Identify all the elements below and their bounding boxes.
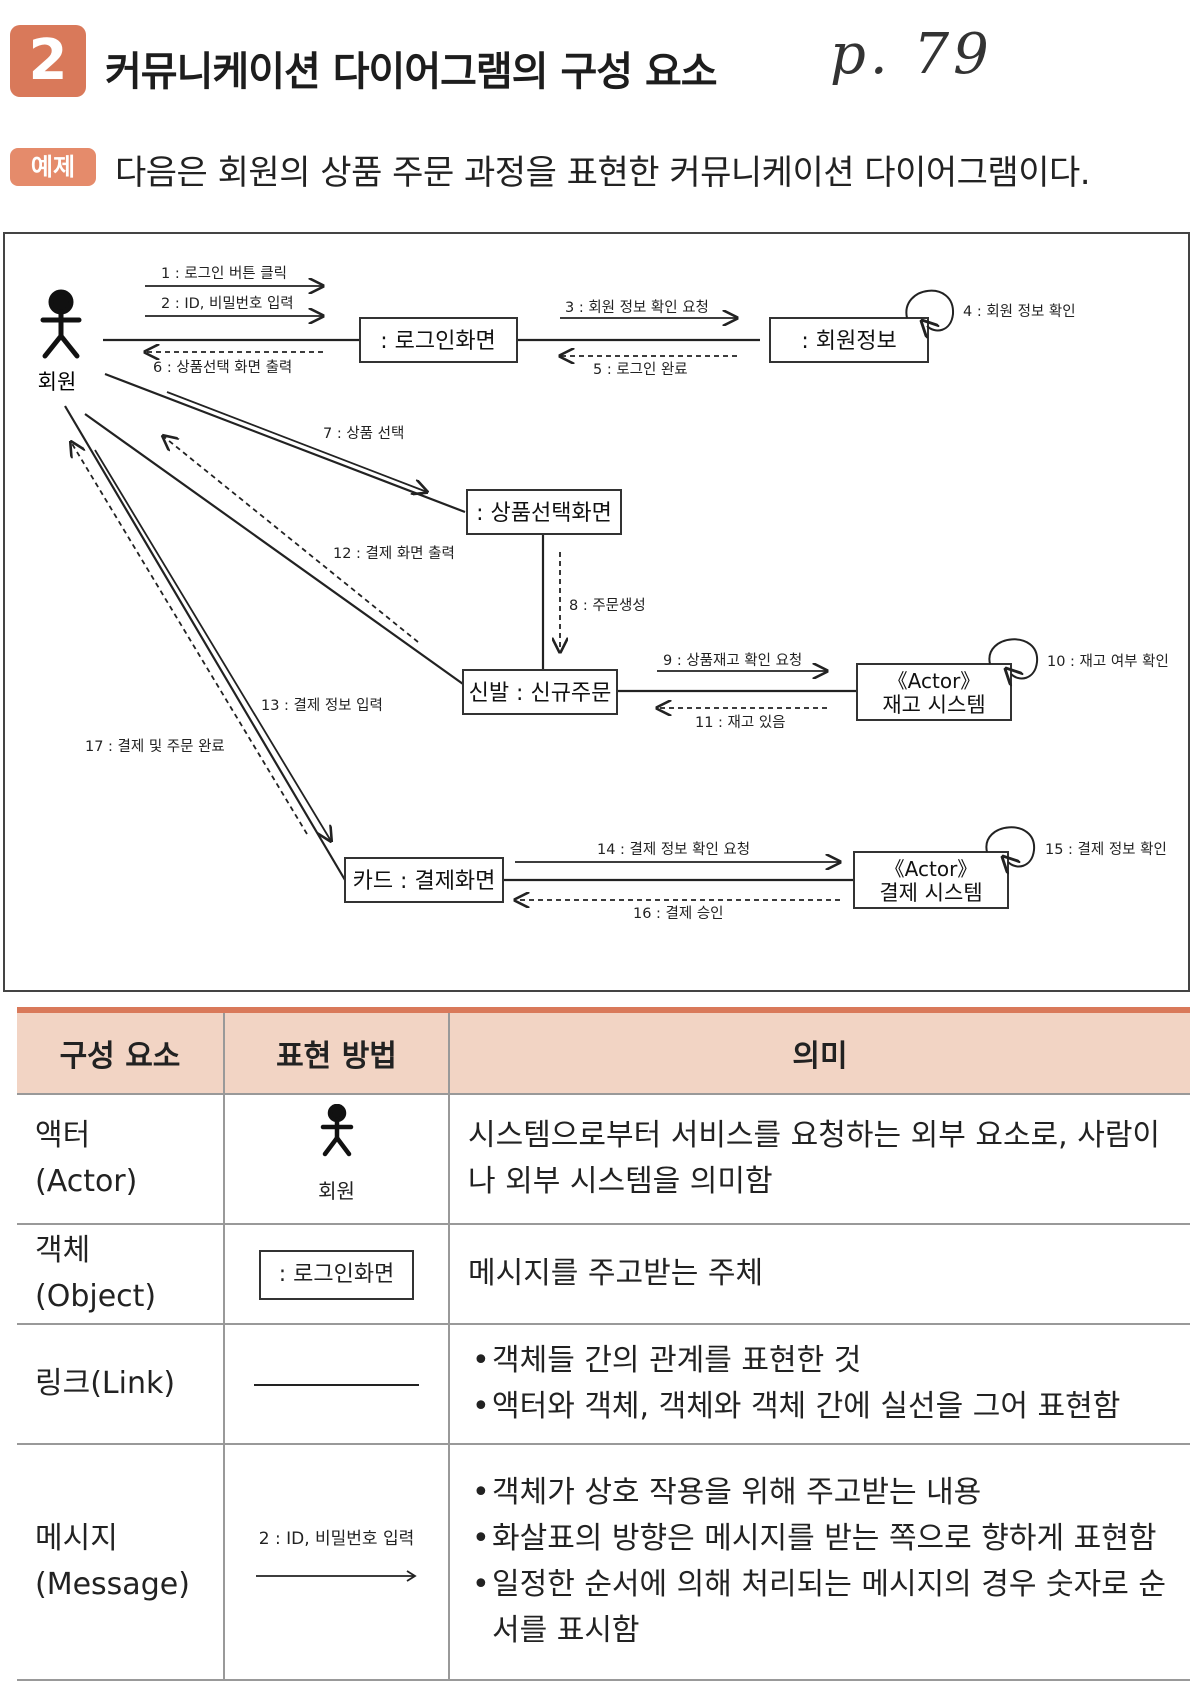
meaning-message: 객체가 상호 작용을 위해 주고받는 내용 화살표의 방향은 메시지를 받는 쪽… [449,1443,1190,1681]
diagram-canvas: 회원 : 로그인화면 : 회원정보 : 상품선택화면 신 [38,265,1169,922]
msg-label-m4: 4 : 회원 정보 확인 [963,303,1076,320]
meaning-actor: 시스템으로부터 서비스를 요청하는 외부 요소로, 사람이나 외부 시스템을 의… [449,1093,1190,1224]
components-table: 구성 요소 표현 방법 의미 액터 (Actor) 회원 시스템으 [17,1007,1190,1681]
list-item: 객체들 간의 관계를 표현한 것 [468,1338,1172,1384]
msg-label-m1: 1 : 로그인 버튼 클릭 [161,265,287,282]
table-row: 링크(Link) 객체들 간의 관계를 표현한 것 액터와 객체, 객체와 객체… [17,1323,1190,1444]
arrow-m12 [163,436,419,643]
example-badge: 예제 [10,148,96,186]
meaning-link: 객체들 간의 관계를 표현한 것 액터와 객체, 객체와 객체 간에 실선을 그… [449,1323,1190,1444]
meaning-link-list: 객체들 간의 관계를 표현한 것 액터와 객체, 객체와 객체 간에 실선을 그… [468,1338,1172,1430]
mini-message-label: 2 : ID, 비밀번호 입력 [258,1529,415,1549]
mini-message-arrow-icon [256,1570,417,1582]
msg-label-m11: 11 : 재고 있음 [695,714,786,731]
method-actor-label: 회원 [318,1179,355,1203]
mini-message: 2 : ID, 비밀번호 입력 [254,1528,419,1596]
arrow-m13 [94,449,331,841]
object-member-info-label: : 회원정보 [801,329,896,354]
object-card-payment-screen [344,857,504,903]
arrow-m7 [166,391,427,492]
component-message: 메시지 (Message) [17,1443,225,1681]
table-header-meaning: 의미 [449,1007,1190,1094]
list-item: 일정한 순서에 의해 처리되는 메시지의 경우 숫자로 순서를 표시함 [468,1562,1172,1654]
component-object: 객체(Object) [17,1223,225,1324]
msg-label-m15: 15 : 결제 정보 확인 [1045,841,1167,858]
actor-left-leg [42,333,64,359]
object-inventory-stereotype: 《Actor》 [888,669,981,693]
table-row: 객체(Object) : 로그인화면 메시지를 주고받는 주체 [17,1223,1190,1324]
object-inventory-label: 재고 시스템 [882,693,985,717]
handwritten-page-note: p. 79 [830,22,993,87]
links [64,338,857,882]
self-loop-payment [985,826,1036,866]
section-number: 2 [10,25,86,97]
link-actor-productselect [104,372,466,514]
msg-label-m17: 17 : 결제 및 주문 완료 [85,738,225,755]
self-loop-member-info [905,289,955,331]
method-object: : 로그인화면 [224,1223,450,1324]
method-actor: 회원 [224,1093,450,1224]
arrow-m17 [71,442,308,835]
list-item: 객체가 상호 작용을 위해 주고받는 내용 [468,1470,1172,1516]
meaning-object: 메시지를 주고받는 주체 [449,1223,1190,1324]
example-text: 다음은 회원의 상품 주문 과정을 표현한 커뮤니케이션 다이어그램이다. [115,153,1091,193]
component-link: 링크(Link) [17,1323,225,1444]
actor-head [48,289,74,315]
list-item: 화살표의 방향은 메시지를 받는 쪽으로 향하게 표현함 [468,1516,1172,1562]
meaning-message-list: 객체가 상호 작용을 위해 주고받는 내용 화살표의 방향은 메시지를 받는 쪽… [468,1470,1172,1654]
object-login-screen [359,317,518,363]
msg-label-m14: 14 : 결제 정보 확인 요청 [597,841,750,858]
table-header-method: 표현 방법 [224,1007,450,1094]
msg-label-m2: 2 : ID, 비밀번호 입력 [161,295,294,312]
table-header-row: 구성 요소 표현 방법 의미 [17,1007,1190,1094]
object-product-select-label: : 상품선택화면 [476,501,612,526]
object-payment-system [853,851,1009,909]
object-member-info [769,317,929,363]
msg-label-m9: 9 : 상품재고 확인 요청 [663,652,802,669]
actor-member [40,289,82,359]
section-header: 2 커뮤니케이션 다이어그램의 구성 요소 [10,25,910,100]
msg-label-m12: 12 : 결제 화면 출력 [333,545,455,562]
msg-label-m6: 6 : 상품선택 화면 출력 [153,359,292,376]
section-title: 커뮤니케이션 다이어그램의 구성 요소 [105,49,718,95]
self-loop-inventory [988,638,1039,678]
table-header-component: 구성 요소 [17,1007,225,1094]
object-inventory-system [856,663,1012,721]
table-row: 액터 (Actor) 회원 시스템으로부터 서비스를 요청하는 외부 요소로, … [17,1093,1190,1224]
object-new-order-label: 신발 : 신규주문 [469,681,612,706]
mini-link-line [254,1383,419,1386]
table-row: 메시지 (Message) 2 : ID, 비밀번호 입력 객체가 상호 작용을… [17,1443,1190,1681]
msg-label-m3: 3 : 회원 정보 확인 요청 [565,299,709,316]
msg-label-m7: 7 : 상품 선택 [323,425,404,442]
actor-label: 회원 [38,370,77,394]
method-message: 2 : ID, 비밀번호 입력 [224,1443,450,1681]
object-payment-stereotype: 《Actor》 [885,857,978,881]
link-actor-payment [64,405,346,881]
object-payment-label: 결제 시스템 [879,881,982,905]
component-actor: 액터 (Actor) [17,1093,225,1224]
method-link [224,1323,450,1444]
mini-object-box: : 로그인화면 [258,1249,415,1300]
actor-icon [320,1103,353,1157]
list-item: 액터와 객체, 객체와 객체 간에 실선을 그어 표현함 [468,1384,1172,1430]
msg-label-m16: 16 : 결제 승인 [633,905,724,922]
msg-label-m8: 8 : 주문생성 [569,597,646,614]
object-new-order [462,669,618,715]
object-card-payment-label: 카드 : 결제화면 [353,869,496,894]
link-actor-neworder [84,413,464,685]
msg-label-m5: 5 : 로그인 완료 [593,361,688,378]
actor-right-leg [58,333,80,359]
msg-label-m13: 13 : 결제 정보 입력 [261,697,383,714]
object-login-screen-label: : 로그인화면 [380,329,496,354]
msg-label-m10: 10 : 재고 여부 확인 [1047,653,1169,670]
object-product-select-screen [466,489,622,535]
example-row: 예제 다음은 회원의 상품 주문 과정을 표현한 커뮤니케이션 다이어그램이다. [10,145,1190,193]
communication-diagram: 회원 : 로그인화면 : 회원정보 : 상품선택화면 신 [3,232,1190,992]
